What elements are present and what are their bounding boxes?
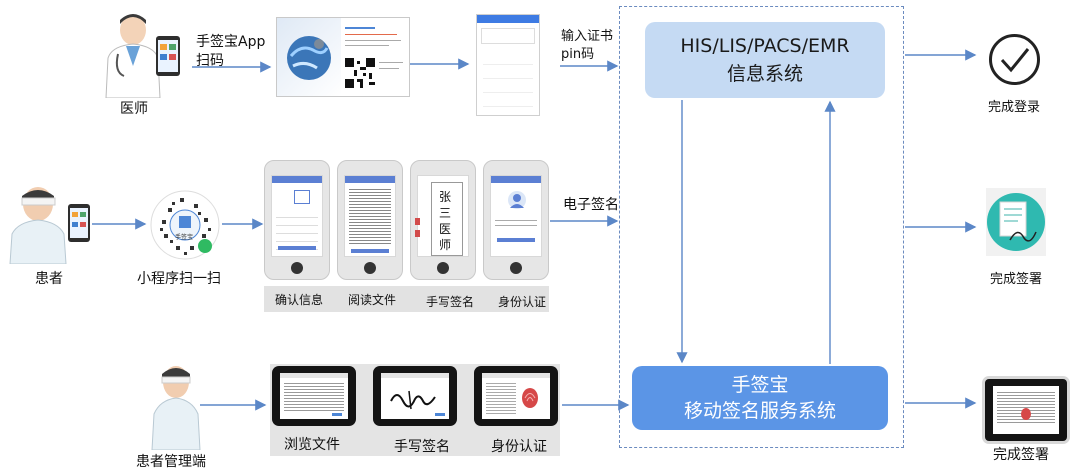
mini-qr-caption: 手签宝: [175, 234, 194, 241]
finish-sign-2-label: 完成签署: [993, 447, 1049, 463]
doctor-icon: [105, 14, 180, 98]
patient-icon: [9, 187, 90, 264]
doctor-label: 医师: [120, 101, 148, 117]
step-tablet-handwrite: 手写签名: [394, 439, 450, 455]
qr-code-icon: [345, 58, 375, 88]
doctor-scan-label: 手签宝App 扫码: [196, 34, 266, 69]
his-system-label: HIS/LIS/PACS/EMR 信息系统: [680, 35, 850, 85]
step-handwrite-sign: 手写签名: [426, 295, 475, 309]
face-scan-icon: [508, 191, 526, 209]
system-region-border: [619, 6, 904, 448]
phone-confirm-info: [264, 160, 330, 280]
finish-login-label: 完成登录: [988, 100, 1041, 115]
signed-tablet-icon: [982, 376, 1070, 444]
step-browse-document: 浏览文件: [284, 437, 340, 453]
globe-icon: [287, 36, 331, 80]
handwrite-char-2: 三: [439, 206, 452, 220]
step-read-document: 阅读文件: [348, 293, 397, 307]
check-circle-icon: [989, 34, 1040, 85]
esign-label: 电子签名: [563, 197, 619, 213]
phone-read-document: [337, 160, 403, 280]
handwrite-char-4: 师: [439, 238, 452, 252]
phone-handwrite-sign: 张 三 医 师: [410, 160, 476, 280]
handwrite-char-1: 张: [439, 190, 452, 204]
mobile-steps-strip: [264, 286, 549, 312]
patient-manager-label: 患者管理端: [136, 454, 206, 470]
his-system-box: HIS/LIS/PACS/EMR 信息系统: [645, 22, 885, 98]
signature-scribble: [390, 390, 436, 410]
pin-entry-phone: [476, 14, 540, 116]
step-tablet-identity: 身份认证: [491, 439, 547, 455]
step-confirm-info: 确认信息: [275, 293, 324, 307]
tablet-browse-document: [272, 366, 356, 426]
signed-document-icon: [986, 188, 1046, 256]
mini-scan-label: 小程序扫一扫: [137, 271, 221, 287]
patient-manager-icon: [151, 366, 201, 450]
tablet-identity-verify: [474, 366, 558, 426]
cert-pin-label: 输入证书 pin码: [561, 29, 614, 62]
sign-service-box: 手签宝 移动签名服务系统: [632, 366, 888, 430]
step-identity-verify: 身份认证: [498, 295, 547, 309]
handwrite-char-3: 医: [439, 222, 452, 236]
patient-label: 患者: [35, 271, 63, 287]
mini-program-qr-icon: [150, 190, 220, 260]
fingerprint-icon: [522, 388, 538, 408]
phone-identity-verify: [483, 160, 549, 280]
finish-sign-1-label: 完成签署: [990, 272, 1043, 287]
sign-service-label: 手签宝 移动签名服务系统: [683, 374, 836, 422]
login-webpage-screenshot: [276, 17, 410, 97]
tablet-handwrite-sign: [373, 366, 457, 426]
